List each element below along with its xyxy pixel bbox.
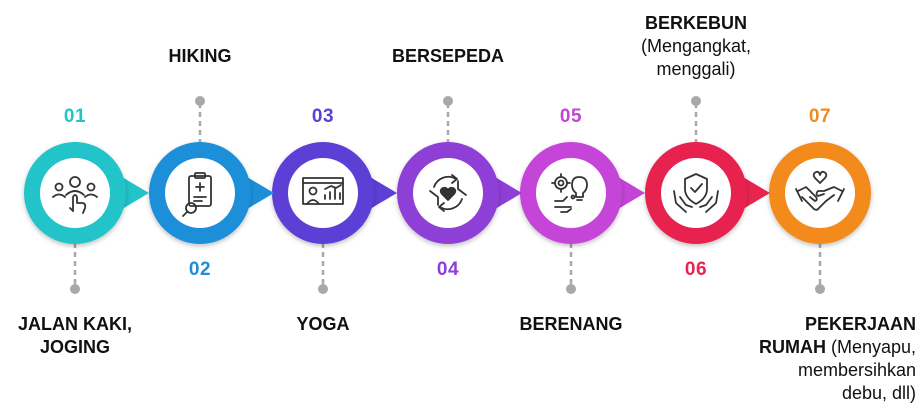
step-6-label-line-1: BERKEBUN	[644, 13, 747, 33]
step-7-label-line-2-bold: RUMAH	[758, 337, 826, 357]
step-1-label-line-2: JOGING	[39, 337, 110, 357]
gear-lightbulb-icon	[551, 173, 588, 213]
step-2-number: 02	[188, 259, 212, 280]
step-6-number: 06	[684, 259, 708, 280]
step-7-label-sub-1: (Menyapu,	[825, 337, 916, 357]
step-4-label-line-1: BERSEPEDA	[391, 46, 505, 66]
step-5-circle	[520, 142, 645, 244]
handshake-heart-icon	[795, 170, 845, 211]
heart-cycle-icon	[429, 174, 467, 212]
step-1-label: JALAN KAKI, JOGING	[0, 313, 150, 359]
step-6-label: BERKEBUN (Mengangkat, menggali)	[611, 12, 781, 81]
step-3-circle	[272, 142, 397, 244]
step-5-label-line-1: BERENANG	[519, 314, 623, 334]
clipboard-magnifier-icon	[182, 172, 212, 217]
step-3-label-line-1: YOGA	[296, 314, 350, 334]
presentation-board-icon	[302, 177, 344, 205]
step-2-label-line-1: HIKING	[168, 46, 232, 66]
step-4-number: 04	[436, 259, 460, 280]
step-3-number: 03	[311, 106, 335, 127]
step-7-number: 07	[808, 106, 832, 127]
step-6-circle	[645, 142, 770, 244]
step-7-circle	[769, 142, 871, 244]
step-7-label: PEKERJAAN RUMAH (Menyapu, membersihkan d…	[706, 313, 916, 405]
step-5-label: BERENANG	[496, 313, 646, 336]
step-7-label-sub-2: membersihkan	[797, 360, 916, 380]
step-4-label: BERSEPEDA	[368, 45, 528, 68]
step-5-number: 05	[559, 106, 583, 127]
step-1-number: 01	[63, 106, 87, 127]
step-3-label: YOGA	[263, 313, 383, 336]
step-1-circle	[24, 142, 149, 244]
step-2-circle	[149, 142, 274, 244]
step-4-circle	[397, 142, 522, 244]
step-1-label-line-1: JALAN KAKI,	[17, 314, 132, 334]
step-7-label-line-1: PEKERJAAN	[804, 314, 916, 334]
step-7-label-line-2: RUMAH (Menyapu,	[706, 336, 916, 359]
touch-users-icon	[52, 176, 98, 214]
step-7-label-sub-3: debu, dll)	[841, 383, 916, 403]
connector-lines	[70, 96, 825, 294]
step-6-label-sub-1: (Mengangkat,	[640, 36, 752, 56]
step-6-label-sub-2: menggali)	[656, 59, 736, 79]
shield-hands-icon	[673, 173, 719, 213]
step-2-label: HIKING	[140, 45, 260, 68]
